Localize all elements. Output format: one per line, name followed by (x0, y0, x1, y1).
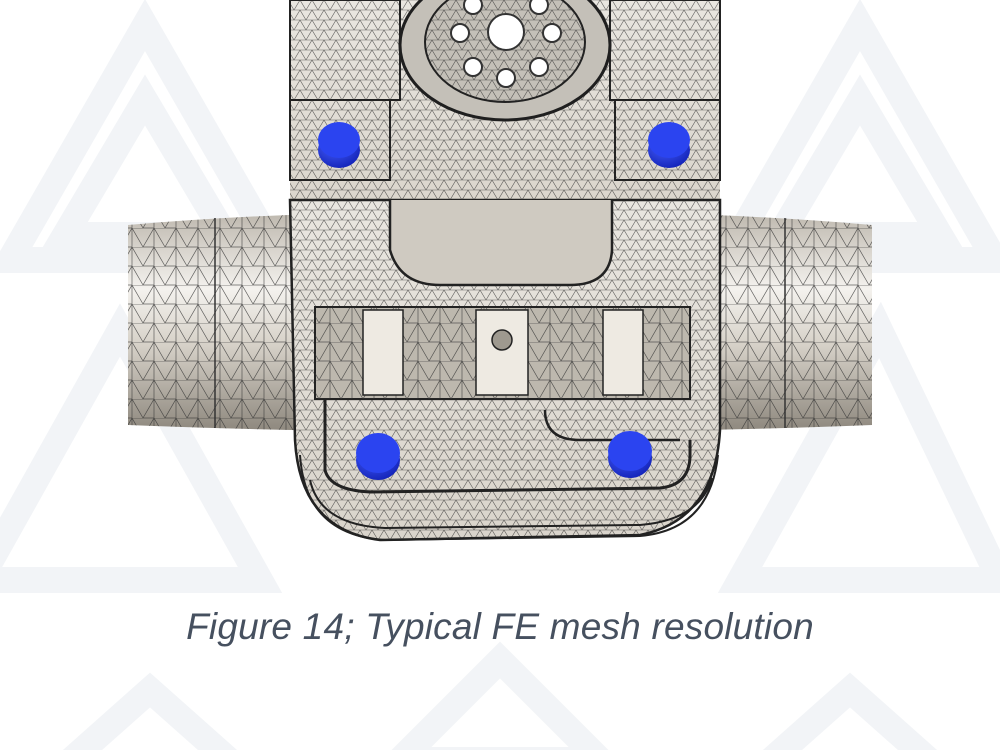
constraint-pin-top-right (648, 122, 690, 168)
fe-mesh-figure (128, 0, 872, 542)
constraint-pins (318, 122, 690, 480)
upper-housing (289, 0, 721, 220)
figure-caption: Figure 14; Typical FE mesh resolution (186, 606, 814, 647)
constraint-pin-bottom-right (608, 431, 652, 478)
constraint-pin-bottom-left (356, 433, 400, 480)
lower-clamp-body (288, 198, 722, 542)
bolt-holes (450, 0, 562, 88)
constraint-pin-top-left (318, 122, 360, 168)
